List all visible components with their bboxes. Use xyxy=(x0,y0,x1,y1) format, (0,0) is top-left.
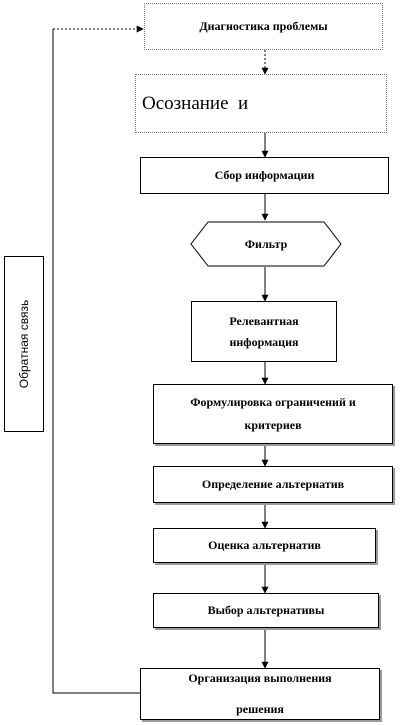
node-awareness: Осознание и xyxy=(135,74,387,133)
node-diagnosis: Диагностика проблемы xyxy=(144,3,383,50)
node-diagnosis-label: Диагностика проблемы xyxy=(199,18,328,33)
node-awareness-label: Осознание и xyxy=(142,92,249,114)
node-define: Определение альтернатив xyxy=(153,466,393,503)
node-relevant-label: Релевантная информация xyxy=(229,314,299,349)
feedback-loop-line xyxy=(52,29,140,694)
node-choose-label: Выбор альтернативы xyxy=(207,602,325,617)
node-evaluate: Оценка альтернатив xyxy=(153,528,376,563)
feedback-label: Обратная связь xyxy=(17,299,31,389)
node-define-label: Определение альтернатив xyxy=(201,476,345,491)
node-filter-shape xyxy=(190,221,342,267)
node-evaluate-label: Оценка альтернатив xyxy=(208,537,321,552)
node-filter: Фильтр xyxy=(190,221,342,267)
node-filter-label: Фильтр xyxy=(244,236,288,251)
node-collect: Сбор информации xyxy=(140,157,389,194)
node-choose: Выбор альтернативы xyxy=(153,593,379,628)
node-implement-label: Организация выполнения решения xyxy=(188,670,332,716)
node-relevant: Релевантная информация xyxy=(191,301,337,362)
node-implement: Организация выполнения решения xyxy=(140,668,380,720)
node-constraints-label: Формулировка ограничений и критериев xyxy=(190,395,356,432)
node-collect-label: Сбор информации xyxy=(214,167,315,182)
feedback-box: Обратная связь xyxy=(4,256,44,432)
node-constraints: Формулировка ограничений и критериев xyxy=(153,384,393,444)
